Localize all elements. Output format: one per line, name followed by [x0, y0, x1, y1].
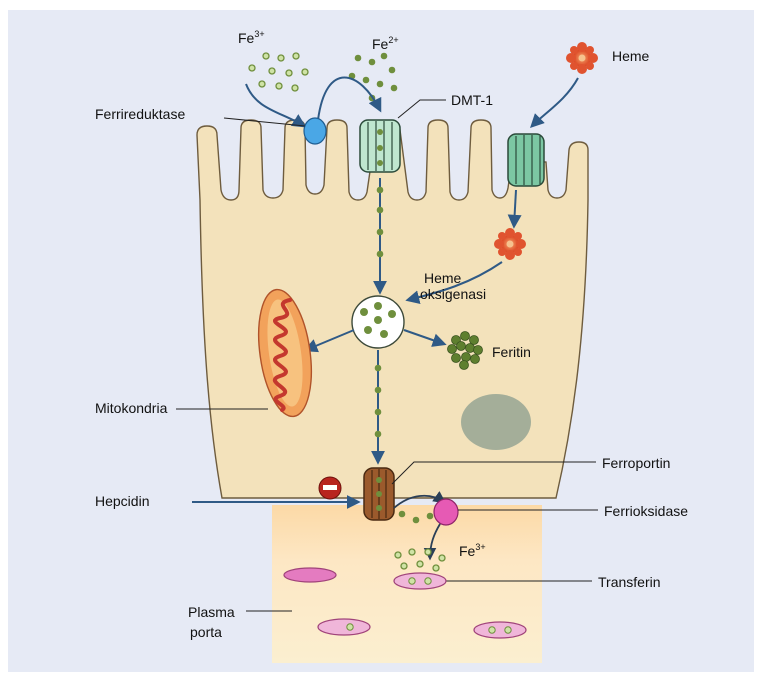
fe2-top-superscript: 2+ — [388, 35, 398, 45]
mitokondria-label: Mitokondria — [95, 400, 167, 416]
ferrioksidase-label: Ferrioksidase — [604, 503, 688, 519]
transferrin-molecule-icon — [394, 573, 446, 589]
transferin-label: Transferin — [598, 574, 661, 590]
fe3-bottom-text: Fe — [459, 543, 475, 559]
heme-oksigenasi-label-line1: Heme — [424, 270, 461, 286]
fe3-top-label: Fe3+ — [238, 30, 265, 46]
fe3-bottom-superscript: 3+ — [475, 542, 485, 552]
ferrireductase-protein-icon — [304, 118, 326, 144]
ferroportin-label: Ferroportin — [602, 455, 670, 471]
fe3-bottom-label: Fe3+ — [459, 543, 486, 559]
ferroportin-channel-icon — [364, 468, 394, 520]
nucleus-icon — [461, 394, 531, 450]
ferroxidase-protein-icon — [434, 499, 458, 525]
plasma-label-line2: porta — [190, 624, 222, 640]
hepcidin-label: Hepcidin — [95, 493, 149, 509]
heme-transporter-icon — [508, 134, 544, 186]
heme-label: Heme — [612, 48, 649, 64]
dmt1-label: DMT-1 — [451, 92, 493, 108]
heme-oksigenasi-label-line2: oksigenasi — [420, 286, 486, 302]
fe3-top-superscript: 3+ — [254, 29, 264, 39]
feritin-label: Feritin — [492, 344, 531, 360]
fe3-top-text: Fe — [238, 30, 254, 46]
transferrin-molecule-icon — [474, 622, 526, 638]
ferrireduktase-label: Ferrireduktase — [95, 106, 185, 122]
heme-oxygenase-vesicle-icon — [352, 296, 404, 348]
transferrin-molecule-icon — [318, 619, 370, 635]
fe2-top-label: Fe2+ — [372, 36, 399, 52]
plasma-label-line1: Plasma — [188, 604, 235, 620]
dmt1-channel-icon — [360, 120, 400, 172]
hepcidin-inhibition-icon — [319, 477, 341, 499]
fe2-top-text: Fe — [372, 36, 388, 52]
plasma-cell-icon — [284, 568, 336, 582]
